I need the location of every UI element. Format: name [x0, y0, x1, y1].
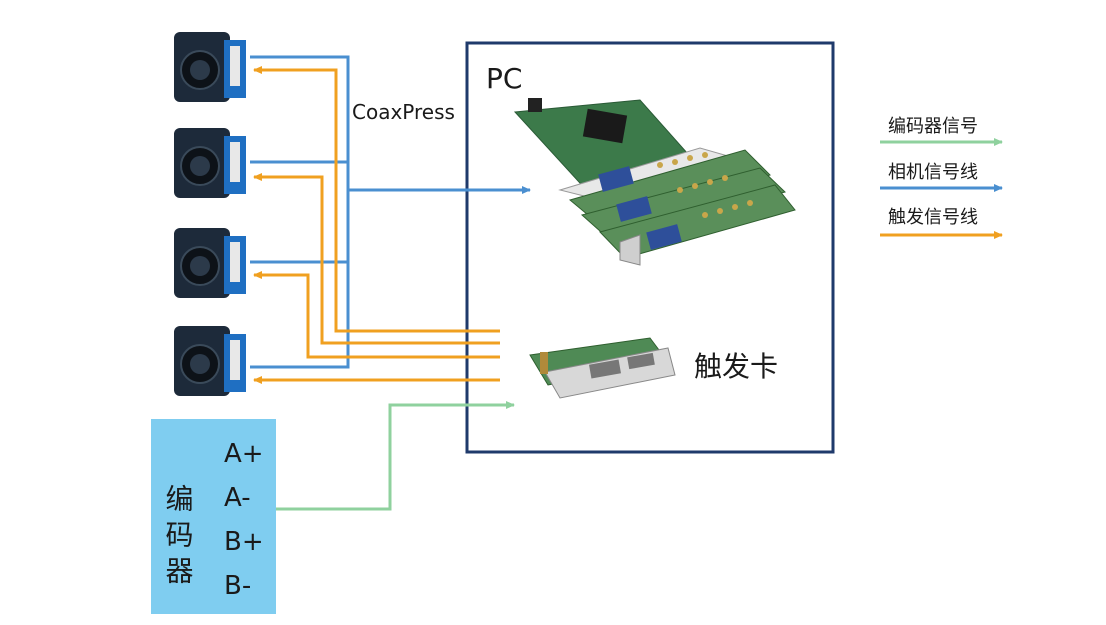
pc-label: PC — [486, 62, 522, 95]
legend-label-trigger: 触发信号线 — [888, 207, 978, 228]
encoder-signal-a-plus: A+ — [224, 439, 264, 469]
legend-label-encoder: 编码器信号 — [888, 116, 978, 137]
trigger-signal-wires — [253, 66, 500, 384]
trigger-card-label: 触发卡 — [694, 350, 778, 383]
camera-3 — [174, 228, 246, 298]
encoder-signal-b-plus: B+ — [224, 527, 264, 557]
frame-grabber-cards — [513, 98, 796, 266]
pc-box — [465, 41, 835, 454]
camera-1 — [174, 32, 246, 102]
trigger-card-image — [529, 337, 676, 399]
legend: 编码器信号 相机信号线 触发信号线 — [880, 116, 1003, 239]
camera-4 — [174, 326, 246, 396]
encoder-signal-a-minus: A- — [224, 483, 251, 513]
camera-signal-wires — [250, 55, 531, 369]
encoder-box — [151, 419, 276, 614]
camera-2 — [174, 128, 246, 198]
encoder-signal-b-minus: B- — [224, 571, 251, 601]
legend-label-camera: 相机信号线 — [888, 162, 978, 183]
interface-label: CoaxPress — [352, 100, 455, 124]
encoder-signal-wire — [276, 401, 515, 511]
encoder-name: 编码器 — [162, 484, 195, 592]
